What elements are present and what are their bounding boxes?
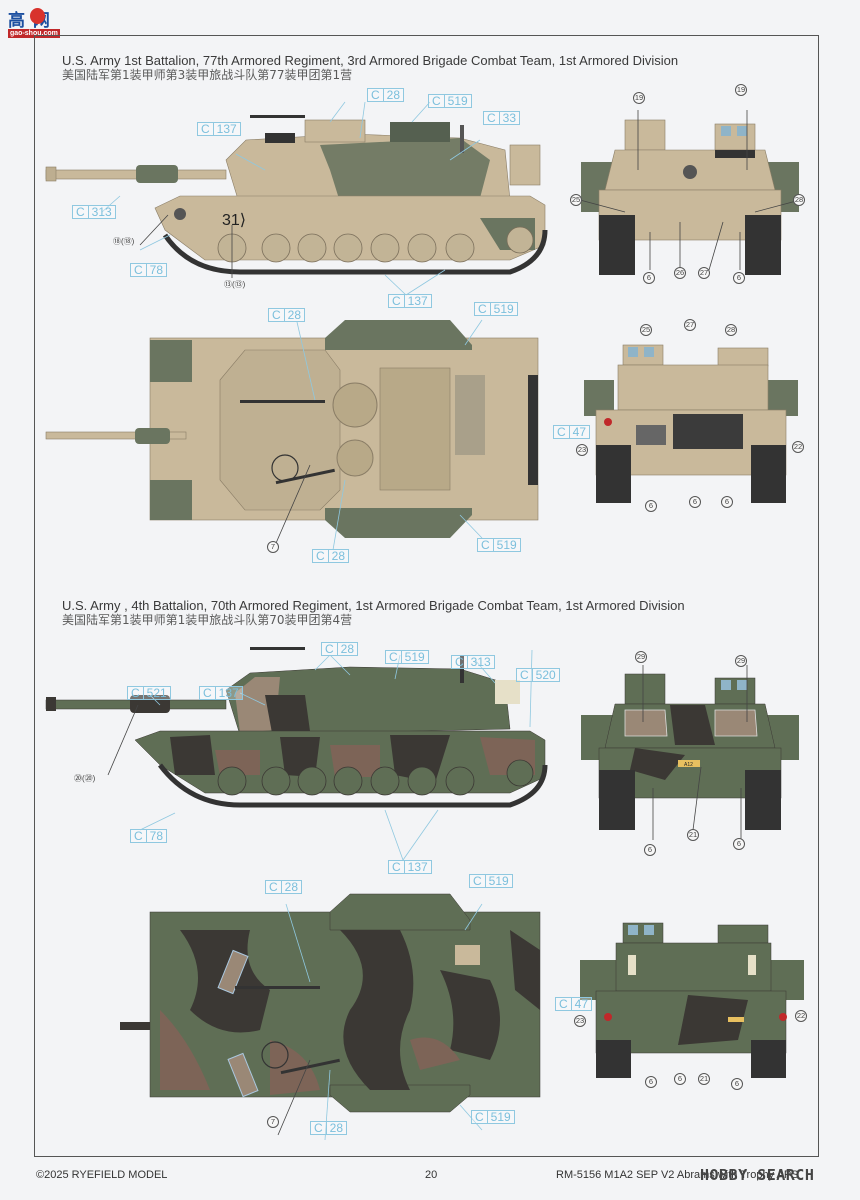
page-frame	[34, 35, 819, 1157]
scheme2-rear-view	[580, 922, 804, 1078]
decal-marker: 6	[674, 1073, 686, 1085]
site-logo: 高 网 gao-shou.com	[6, 6, 70, 38]
decal-marker: 6	[689, 496, 701, 508]
decal-marker: 6	[733, 272, 745, 284]
decal-marker: 21	[687, 829, 699, 841]
scheme1-rear-view	[584, 344, 798, 503]
scheme2-title-cn: 美国陆军第1装甲师第1装甲旅战斗队第70装甲团第4营	[62, 613, 353, 627]
decal-marker-13: ⑬(⑬)	[224, 280, 246, 289]
decal-marker-18: ⑱(⑱)	[113, 237, 135, 246]
decal-marker: 19	[735, 84, 747, 96]
watermark-text: HOBBY SEARCH	[700, 1166, 815, 1184]
footer-page-number: 20	[425, 1169, 438, 1181]
decal-marker: 6	[733, 838, 745, 850]
decal-marker: 6	[644, 844, 656, 856]
decal-marker: 7	[267, 541, 279, 553]
decal-marker: 22	[792, 441, 804, 453]
bumper-plate: A12	[684, 762, 693, 768]
decal-marker: 19	[633, 92, 645, 104]
thumb-icon	[30, 8, 45, 24]
decal-marker: 7	[267, 1116, 279, 1128]
scheme2-side-view	[45, 647, 548, 861]
decal-marker: 23	[574, 1015, 586, 1027]
logo-url: gao-shou.com	[8, 29, 60, 38]
decal-marker: 6	[721, 496, 733, 508]
decal-marker: 25	[570, 194, 582, 206]
decal-marker-20: ⑳(⑳)	[74, 774, 96, 783]
decal-marker: 6	[731, 1078, 743, 1090]
decal-marker: 21	[698, 1073, 710, 1085]
decal-marker: 22	[795, 1010, 807, 1022]
scheme1-title-cn: 美国陆军第1装甲师第3装甲旅战斗队第77装甲团第1营	[62, 68, 353, 82]
scheme2-heading: U.S. Army , 4th Battalion, 70th Armored …	[62, 598, 685, 628]
scheme1-heading: U.S. Army 1st Battalion, 77th Armored Re…	[62, 53, 678, 83]
decal-marker: 28	[793, 194, 805, 206]
decal-marker: 27	[698, 267, 710, 279]
scheme1-front-view	[579, 110, 801, 275]
scheme2-top-view	[120, 893, 541, 1141]
scheme1-side-view: 31⟩	[45, 101, 548, 296]
decal-marker: 27	[684, 319, 696, 331]
scheme1-title-en: U.S. Army 1st Battalion, 77th Armored Re…	[62, 53, 679, 68]
hull-number: 31⟩	[222, 212, 246, 229]
scheme2-front-view: A12	[581, 665, 799, 840]
footer-product: RM-5156 M1A2 SEP V2 Abrams with Trophy A…	[556, 1169, 799, 1181]
decal-marker: 23	[576, 444, 588, 456]
scheme2-title-en: U.S. Army , 4th Battalion, 70th Armored …	[62, 598, 685, 613]
decal-marker: 26	[674, 267, 686, 279]
scheme1-top-view	[45, 319, 539, 551]
decal-marker: 28	[725, 324, 737, 336]
decal-marker: 6	[645, 1076, 657, 1088]
decal-marker: 25	[640, 324, 652, 336]
decal-marker: 6	[643, 272, 655, 284]
decal-marker: 29	[635, 651, 647, 663]
footer-copyright: ©2025 RYEFIELD MODEL	[36, 1169, 168, 1181]
decal-marker: 29	[735, 655, 747, 667]
decal-marker: 6	[645, 500, 657, 512]
